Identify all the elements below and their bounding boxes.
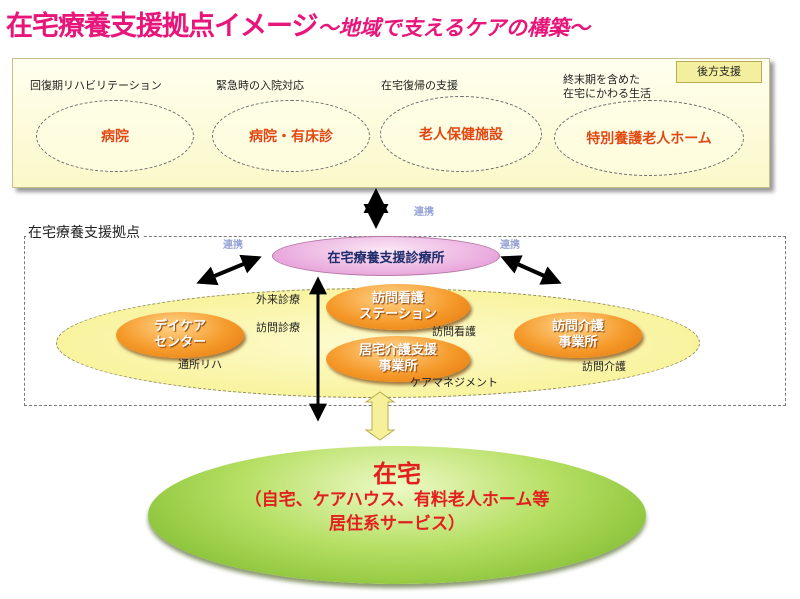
- header-terminal-2: 在宅にかわる生活: [563, 87, 651, 100]
- daycare-line1: デイケア: [153, 319, 206, 334]
- home-care-line2: 事業所: [558, 335, 598, 350]
- header-return-home: 在宅復帰の支援: [381, 79, 458, 92]
- facility-geriatric: 老人保健施設: [380, 96, 542, 172]
- page-title: 在宅療養支援拠点イメージ～地域で支えるケアの構築～: [6, 4, 590, 43]
- facility-nursing-home-label: 特別養護老人ホーム: [586, 131, 712, 147]
- link-care-management: ケアマネジメント: [410, 376, 498, 389]
- home-label: 在宅: [373, 460, 421, 488]
- renkei-left: 連携: [223, 240, 243, 251]
- nursing-station-line2: ステーション: [359, 307, 437, 322]
- renkei-top: 連携: [414, 207, 434, 218]
- home-detail-line2: 居住系サービス）: [329, 514, 465, 534]
- header-emergency: 緊急時の入院対応: [216, 79, 304, 92]
- title-subtitle: ～地域で支えるケアの構築～: [317, 16, 590, 40]
- home-node: [148, 446, 646, 584]
- link-home-visit: 訪問診療: [256, 321, 300, 334]
- facility-hospital-clinic-label: 病院・有床診: [249, 129, 333, 145]
- link-visit-nursing: 訪問看護: [432, 325, 476, 338]
- care-support-line1: 居宅介護支援: [358, 343, 437, 358]
- facility-nursing-home: 特別養護老人ホーム: [554, 100, 744, 176]
- facility-hospital: 病院: [36, 100, 194, 172]
- nursing-station: 訪問看護ステーション: [326, 284, 470, 330]
- title-main: 在宅療養支援拠点イメージ: [6, 11, 318, 42]
- home-care-line1: 訪問介護: [551, 319, 604, 334]
- header-rehab: 回復期リハビリテーション: [30, 79, 162, 92]
- nursing-station-line1: 訪問看護: [371, 291, 424, 306]
- facility-hospital-clinic: 病院・有床診: [212, 100, 370, 172]
- arrow-hub-home: [364, 391, 396, 441]
- header-terminal-1: 終末期を含めた: [563, 73, 640, 86]
- arrow-clinic-right: [500, 255, 562, 285]
- home-care-office: 訪問介護事業所: [514, 312, 642, 358]
- link-day-rehab: 通所リハ: [178, 358, 222, 371]
- daycare-line2: センター: [153, 335, 206, 350]
- care-support-office: 居宅介護支援事業所: [326, 336, 470, 382]
- link-visit-care: 訪問介護: [582, 360, 626, 373]
- daycare-center: デイケアセンター: [116, 312, 244, 358]
- clinic-label: 在宅療養支援診療所: [327, 250, 445, 266]
- care-support-line2: 事業所: [378, 359, 418, 374]
- hub-title: 在宅療養支援拠点: [26, 222, 142, 242]
- link-outpatient: 外来診療: [256, 293, 300, 306]
- home-detail-line1: （自宅、ケアハウス、有料老人ホーム等: [244, 490, 550, 510]
- arrow-clinic-left: [196, 254, 262, 286]
- clinic-node: 在宅療養支援診療所: [272, 236, 500, 276]
- home-detail: （自宅、ケアハウス、有料老人ホーム等 居住系サービス）: [148, 488, 646, 536]
- facility-geriatric-label: 老人保健施設: [419, 127, 503, 143]
- facility-hospital-label: 病院: [101, 129, 129, 145]
- backup-support-label: 後方支援: [676, 61, 762, 83]
- renkei-right: 連携: [500, 240, 520, 251]
